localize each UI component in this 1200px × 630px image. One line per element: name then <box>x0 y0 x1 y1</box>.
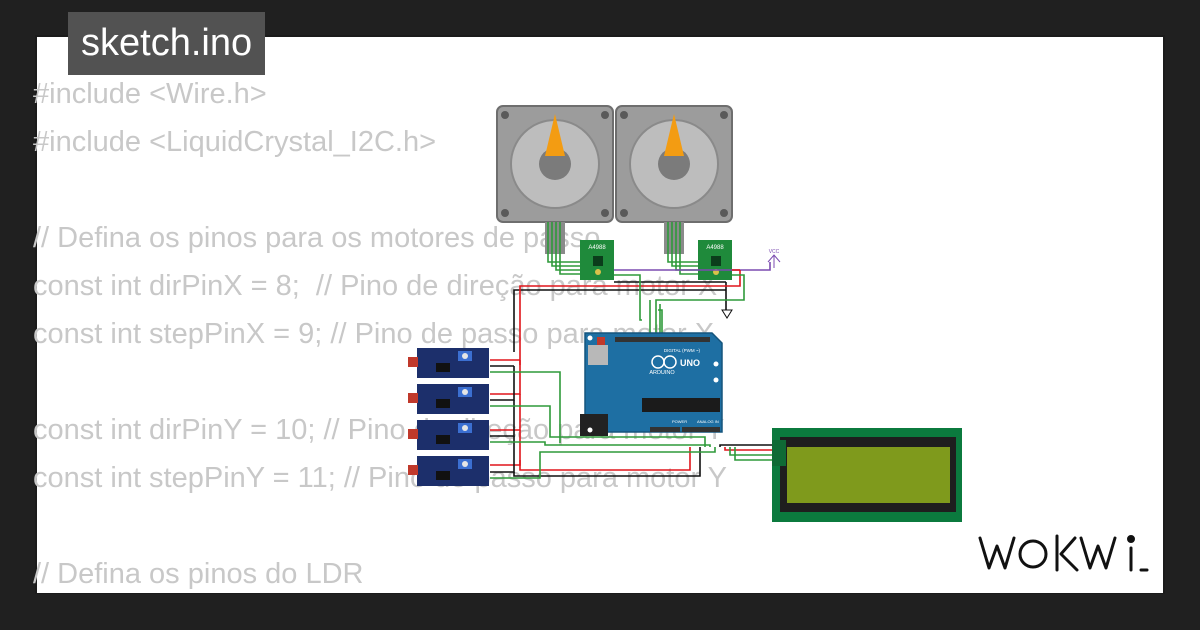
code-preview: #include <Wire.h> #include <LiquidCrystal… <box>33 70 727 598</box>
ground-symbol <box>721 309 733 319</box>
stepper-motor-y <box>615 105 733 254</box>
a4988-driver-x: A4988 <box>580 240 614 280</box>
wokwi-logo <box>978 534 1149 572</box>
sketch-title-tab: sketch.ino <box>68 12 266 75</box>
code-line: // Defina os pinos do LDR <box>33 558 364 590</box>
code-line: const int stepPinY = 11; // Pino de pass… <box>33 462 728 494</box>
ldr-module-4 <box>408 456 489 486</box>
ldr-module-3 <box>408 420 489 450</box>
svg-text:VCC: VCC <box>769 249 780 255</box>
svg-text:DIGITAL (PWM ~): DIGITAL (PWM ~) <box>664 348 701 353</box>
a4988-driver-y: A4988 <box>698 240 732 280</box>
code-line: #include <Wire.h> <box>33 78 267 110</box>
wires <box>490 262 772 479</box>
stepper-motor-x <box>496 105 614 254</box>
driver-label: A4988 <box>706 245 724 251</box>
arduino-uno-board: DIGITAL (PWM ~) UNO ARDUINO POWER ANALOG… <box>580 332 723 436</box>
ldr-module-2 <box>408 384 489 414</box>
driver-label: A4988 <box>588 245 606 251</box>
svg-text:ANALOG IN: ANALOG IN <box>697 419 719 424</box>
lcd-display <box>772 428 962 522</box>
vcc-symbol: VCC <box>767 249 781 268</box>
svg-text:UNO: UNO <box>680 358 700 368</box>
code-line: #include <LiquidCrystal_I2C.h> <box>33 126 437 158</box>
svg-text:POWER: POWER <box>672 419 687 424</box>
svg-text:ARDUINO: ARDUINO <box>649 370 675 376</box>
ldr-module-1 <box>408 348 489 378</box>
